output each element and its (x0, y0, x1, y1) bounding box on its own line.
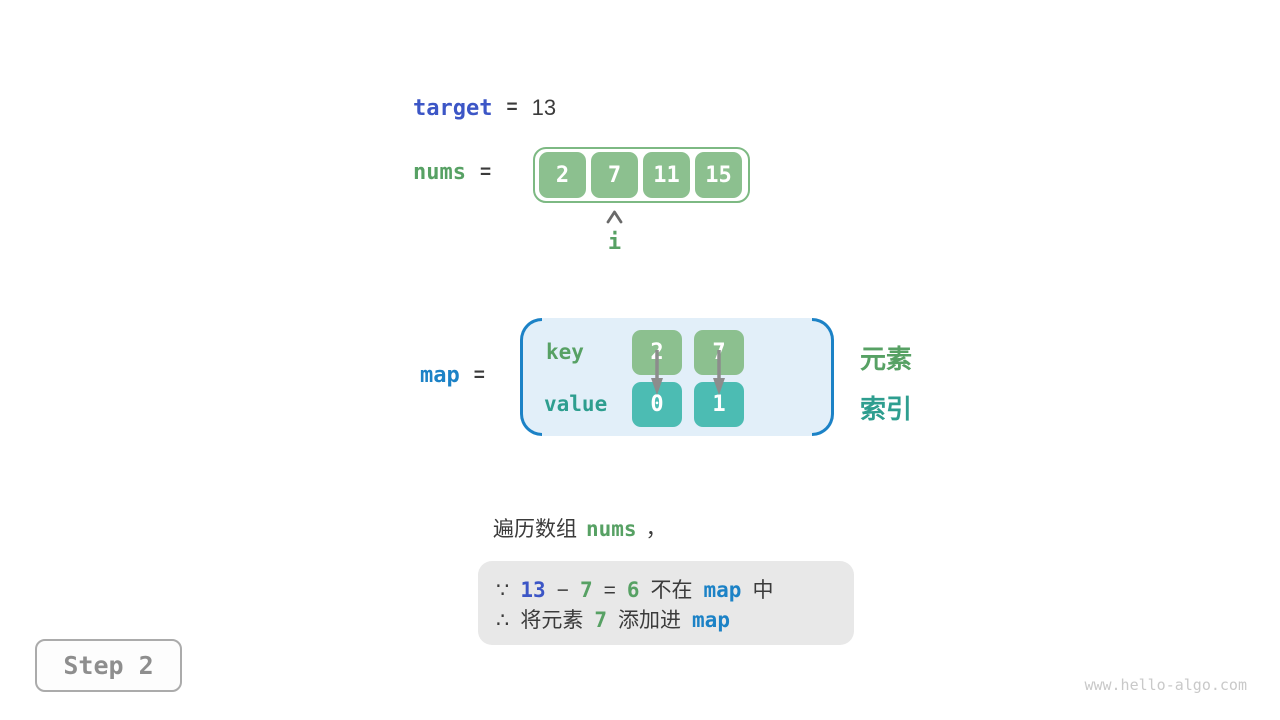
array-cell-1: 7 (591, 152, 638, 198)
index-caret-icon (606, 210, 623, 224)
target-equals-sign: = (506, 97, 518, 118)
nums-label: nums (413, 160, 466, 185)
array-cell-3: 15 (695, 152, 742, 198)
step-badge: Step 2 (35, 639, 182, 692)
note-token: 13 (520, 578, 546, 602)
note-token: map (703, 578, 742, 602)
target-value: 13 (531, 95, 557, 120)
map-right-bracket (812, 318, 834, 436)
map-label: map (420, 363, 460, 388)
caption-prefix: 遍历数组 (493, 518, 577, 541)
note-box: ∵ 13 − 7 = 6 不在 map 中 ∴ 将元素 7 添加进 map (478, 561, 854, 645)
caption-code: nums (586, 517, 637, 541)
note-text: 不在 (650, 579, 693, 602)
map-row: map = (420, 363, 499, 388)
note-text: 添加进 (618, 609, 682, 632)
element-label: 元素 (860, 344, 913, 374)
note-text: 将元素 (520, 609, 584, 632)
map-equals-sign: = (473, 364, 485, 386)
nums-row: nums = (413, 160, 505, 185)
key-to-value-arrow-icon (651, 350, 663, 395)
note-text: 中 (752, 579, 774, 602)
note-therefore-line: ∴ 将元素 7 添加进 map (496, 604, 836, 634)
note-token: 7 (594, 608, 608, 632)
target-label: target (413, 95, 493, 121)
map-left-bracket (520, 318, 542, 436)
note-because-line: ∵ 13 − 7 = 6 不在 map 中 (496, 574, 836, 604)
target-row: target = 13 (413, 95, 556, 121)
array-cell-2: 11 (643, 152, 690, 198)
index-label: 索引 (860, 394, 913, 424)
because-symbol: ∵ (496, 579, 510, 602)
map-value-cell-0: 0 (632, 382, 682, 427)
note-token: map (692, 608, 730, 632)
equals-sign: = (603, 579, 616, 602)
caption-comma: ， (645, 518, 667, 541)
map-key-header: key (546, 340, 584, 364)
note-token: 7 (579, 578, 593, 602)
map-value-header: value (544, 392, 608, 416)
therefore-symbol: ∴ (496, 609, 510, 632)
nums-array: 2 7 11 15 (533, 147, 750, 203)
nums-equals-sign: = (479, 161, 492, 183)
map-value-cell-1: 1 (694, 382, 744, 427)
map-container: key value 2 7 0 1 (520, 318, 834, 436)
index-pointer-label: i (607, 230, 622, 255)
array-cell-0: 2 (539, 152, 586, 198)
minus-sign: − (556, 579, 569, 602)
step-badge-label: Step 2 (63, 651, 154, 680)
key-to-value-arrow-icon (713, 350, 725, 395)
note-token: 6 (626, 578, 640, 602)
watermark: www.hello-algo.com (1084, 676, 1247, 694)
caption: 遍历数组 nums ， (493, 513, 667, 543)
